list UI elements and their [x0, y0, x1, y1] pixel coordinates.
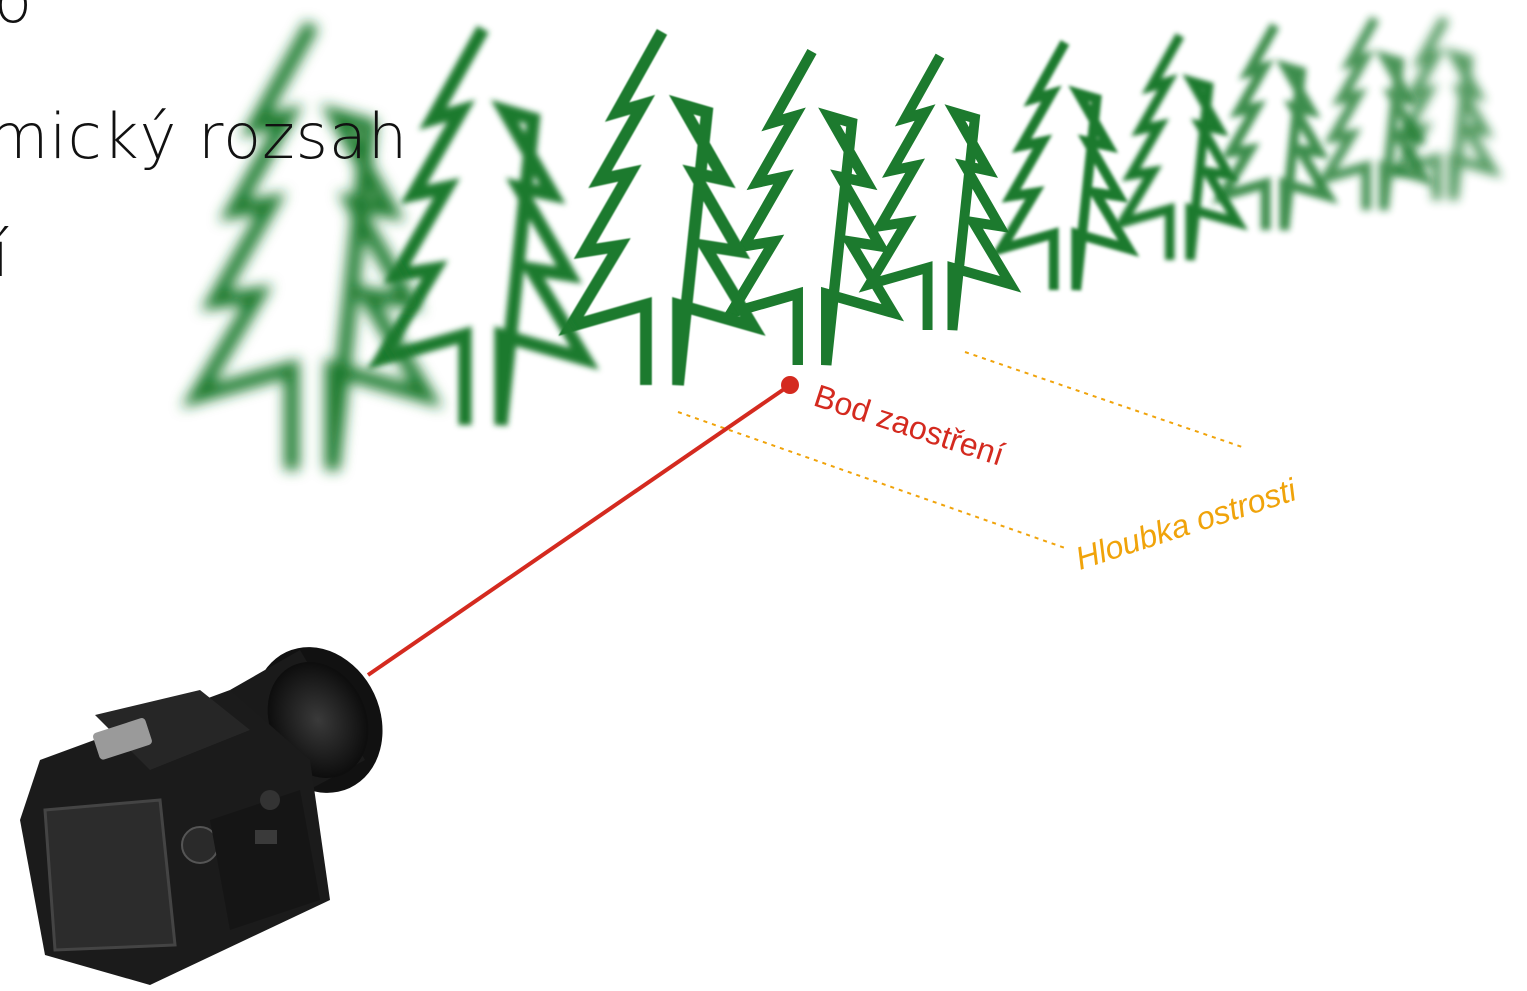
slide-bullet-line-3: í — [0, 218, 9, 291]
slide-bullet-line-2: mický rozsah — [0, 100, 408, 173]
slide-bullet-line-1: o — [0, 0, 32, 37]
